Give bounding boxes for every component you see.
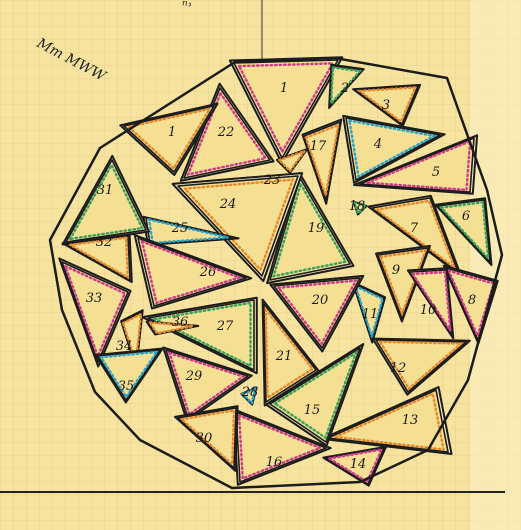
triangle-label: 15 [304,403,321,418]
triangle-label: 34 [116,339,133,354]
triangle-label: 20 [311,293,329,308]
triangle-label: 33 [86,291,103,306]
triangle-label: 23 [263,173,281,188]
triangle-label: 29 [185,369,203,384]
triangle-label: 11 [362,307,379,322]
triangle-label: 18 [349,199,366,214]
triangle-label: 6 [462,209,470,224]
triangle-label: 16 [266,455,283,470]
triangle-label: 24 [219,197,237,212]
triangle-label: 28 [241,385,259,400]
triangle-label: 5 [432,165,440,180]
triangle-label: 8 [468,293,476,308]
triangle-label: 25 [171,221,189,236]
triangle-label: 30 [196,431,213,446]
triangle-label: 1 [280,81,288,96]
triangle-label: 14 [350,457,367,472]
top-mark: ⁿ˒ [182,0,192,14]
triangle-label: 4 [373,137,382,152]
triangle-label: 10 [420,303,437,318]
triangle-label: 26 [199,265,217,280]
triangle-label: 35 [118,379,135,394]
triangle-label: 12 [390,361,407,376]
triangle-label: 13 [402,413,419,428]
triangle-label: 21 [275,349,293,364]
triangle-label: 32 [96,235,113,250]
triangle-label: 7 [410,221,419,236]
triangle-label: 22 [217,125,235,140]
triangle-label: 19 [308,221,325,236]
triangle-label: 27 [216,319,234,334]
triangle-label: 2 [340,81,349,96]
triangle-label: 1 [168,125,176,140]
triangle-label: 9 [392,263,400,278]
triangle-label: 36 [172,315,189,330]
triangle-label: 3 [382,98,390,113]
triangle-label: 31 [97,183,114,198]
paper-highlight [470,0,521,530]
triangle-label: 17 [310,139,327,154]
